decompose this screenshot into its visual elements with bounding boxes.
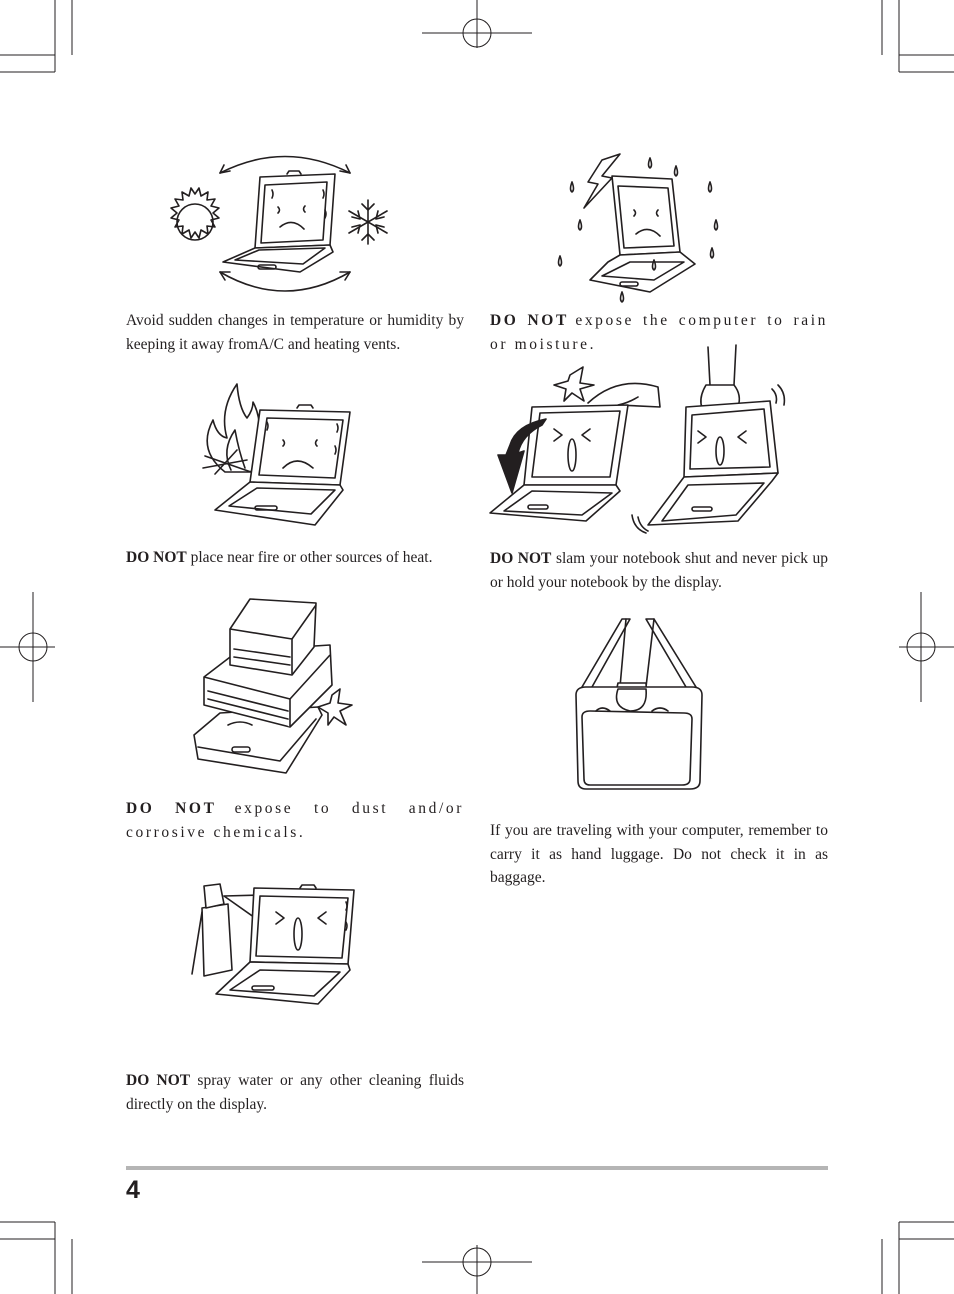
- caption-rain-bold: DO NOT: [490, 312, 569, 329]
- lightning-icon: [583, 153, 621, 209]
- caption-spray-bold: DO NOT: [126, 1072, 191, 1089]
- snowflake-icon: [348, 199, 388, 245]
- sun-icon: [170, 187, 220, 241]
- caption-slam-text: slam your notebook shut and never pick u…: [490, 550, 829, 591]
- caption-slam-bold: DO NOT: [490, 550, 552, 567]
- carry-bag-icon: [575, 686, 703, 790]
- illustration-rain: [550, 152, 730, 303]
- illustration-temperature: [155, 150, 400, 300]
- illustration-dust: [190, 595, 360, 780]
- caption-dust: DO NOT expose to dust and/or corrosive c…: [126, 797, 464, 844]
- illustration-slam: [488, 344, 788, 534]
- page-number: 4: [126, 1176, 140, 1204]
- caption-fire: DO NOT place near fire or other sources …: [126, 546, 471, 570]
- laptop-icon: [222, 170, 336, 273]
- caption-fire-bold: DO NOT: [126, 549, 187, 566]
- caption-slam: DO NOT slam your notebook shut and never…: [490, 547, 828, 594]
- illustration-carry-bag: [572, 615, 707, 795]
- caption-fire-text: place near fire or other sources of heat…: [190, 549, 433, 566]
- caption-temperature: Avoid sudden changes in temperature or h…: [126, 309, 464, 356]
- caption-travel: If you are traveling with your computer,…: [490, 819, 828, 890]
- caption-spray-text: spray water or any other cleaning fluids…: [126, 1072, 464, 1113]
- caption-temperature-text: Avoid sudden changes in temperature or h…: [126, 312, 464, 353]
- spray-bottle-icon: [191, 883, 233, 977]
- caption-dust-text: expose to dust and/or corrosive chemical…: [126, 800, 465, 841]
- footer-rule: [126, 1166, 828, 1170]
- caption-travel-text: If you are traveling with your computer,…: [490, 822, 828, 886]
- caption-rain: DO NOT expose the computer to rain or mo…: [490, 309, 828, 356]
- illustration-spray: [188, 882, 360, 1010]
- caption-spray: DO NOT spray water or any other cleaning…: [126, 1069, 464, 1116]
- illustration-fire: [195, 380, 360, 530]
- caption-dust-bold: DO NOT: [126, 800, 217, 817]
- flame-icon: [206, 383, 261, 473]
- caption-rain-text: expose the computer to rain or moisture.: [490, 312, 828, 353]
